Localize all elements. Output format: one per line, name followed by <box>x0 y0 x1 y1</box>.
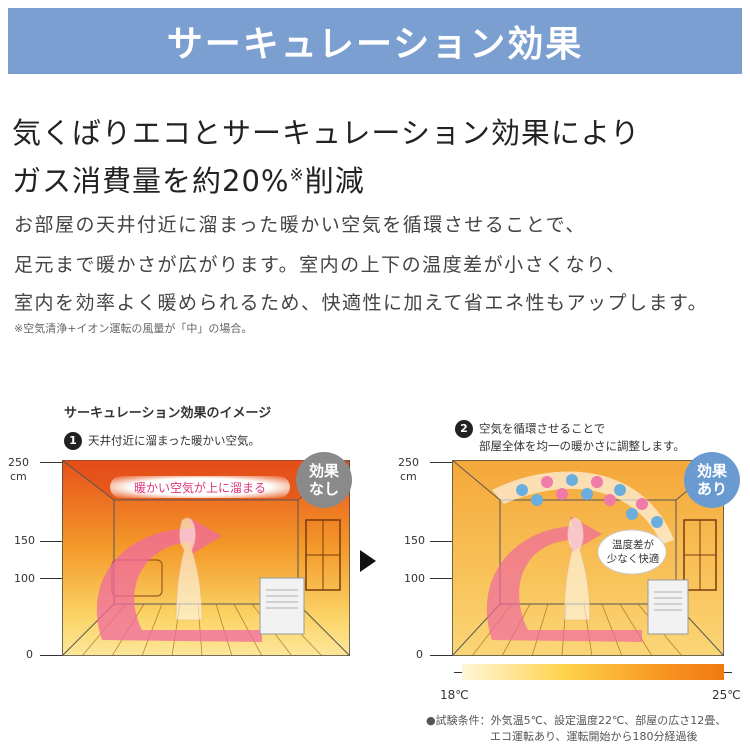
test-conditions-line-2: エコ運転あり、運転開始から180分経過後 <box>490 730 698 743</box>
right-tick-250 <box>430 462 452 463</box>
right-axis-250: 250 <box>398 456 419 469</box>
room-with-effect <box>452 460 724 656</box>
left-axis-100: 100 <box>14 572 35 585</box>
headline-line-1: 気くばりエコとサーキュレーション効果により <box>12 116 641 150</box>
left-tick-250 <box>40 462 62 463</box>
temperature-max: 25℃ <box>712 688 741 702</box>
test-conditions-line-1: ●試験条件：外気温5℃、設定温度22℃、部屋の広さ12畳、 <box>426 714 727 727</box>
left-tick-100 <box>40 578 62 579</box>
right-tick-100 <box>430 578 452 579</box>
left-axis-unit: cm <box>10 470 27 483</box>
footnote: ※空気清浄+イオン運転の風量が「中」の場合。 <box>14 322 253 335</box>
temp-bar-right-tick <box>724 672 732 673</box>
right-axis-150: 150 <box>404 534 425 547</box>
warm-air-label: 暖かい空気が上に溜まる <box>110 476 290 498</box>
step-2-text-1: 空気を循環させることで <box>479 421 606 436</box>
headline-line-2: ガス消費量を約20%※削減 <box>12 158 365 200</box>
left-axis-0: 0 <box>26 648 33 661</box>
comfort-bubble-line-2: 少なく快適 <box>606 553 660 565</box>
illustration-title: サーキュレーション効果のイメージ <box>64 406 272 421</box>
left-axis-250: 250 <box>8 456 29 469</box>
section-banner: サーキュレーション効果 <box>8 8 742 74</box>
banner-title: サーキュレーション効果 <box>166 24 584 65</box>
play-arrow-icon <box>360 550 376 572</box>
step-2-text-2: 部屋全体を均一の暖かさに調整します。 <box>479 439 685 453</box>
headline-note-mark: ※ <box>289 165 305 186</box>
temperature-gradient-bar <box>462 664 724 680</box>
step-1-text: 天井付近に溜まった暖かい空気。 <box>88 433 261 448</box>
right-tick-150 <box>430 541 452 542</box>
right-axis-unit: cm <box>400 470 417 483</box>
left-axis-150: 150 <box>14 534 35 547</box>
badge-with-effect-line-1: 効果 <box>696 462 727 480</box>
body-line-2: 足元まで暖かさが広がります。室内の上下の温度差が小さくなり、 <box>14 254 627 276</box>
badge-with-effect: 効果 あり <box>684 452 740 508</box>
left-tick-0 <box>40 655 62 656</box>
step-2-number: 2 <box>455 420 473 438</box>
comfort-bubble-line-1: 温度差が <box>612 539 654 551</box>
headline-prefix: ガス消費量を約20% <box>12 164 290 198</box>
comfort-bubble: 温度差が 少なく快適 <box>598 538 668 566</box>
badge-no-effect-line-1: 効果 <box>308 462 339 480</box>
badge-with-effect-line-2: あり <box>696 480 727 498</box>
temp-bar-left-tick <box>454 672 462 673</box>
headline-suffix: 削減 <box>304 164 365 198</box>
step-1: 1 天井付近に溜まった暖かい空気。 <box>64 432 260 450</box>
badge-no-effect: 効果 なし <box>296 452 352 508</box>
right-tick-0 <box>430 655 452 656</box>
step-2: 2 空気を循環させることで 部屋全体を均一の暖かさに調整します。 <box>455 420 685 454</box>
body-line-3: 室内を効率よく暖められるため、快適性に加えて省エネ性もアップします。 <box>14 292 709 314</box>
right-axis-100: 100 <box>404 572 425 585</box>
right-axis-0: 0 <box>416 648 423 661</box>
step-1-number: 1 <box>64 432 82 450</box>
body-line-1: お部屋の天井付近に溜まった暖かい空気を循環させることで、 <box>14 214 586 236</box>
left-tick-150 <box>40 541 62 542</box>
badge-no-effect-line-2: なし <box>308 480 339 498</box>
temperature-min: 18℃ <box>440 688 469 702</box>
